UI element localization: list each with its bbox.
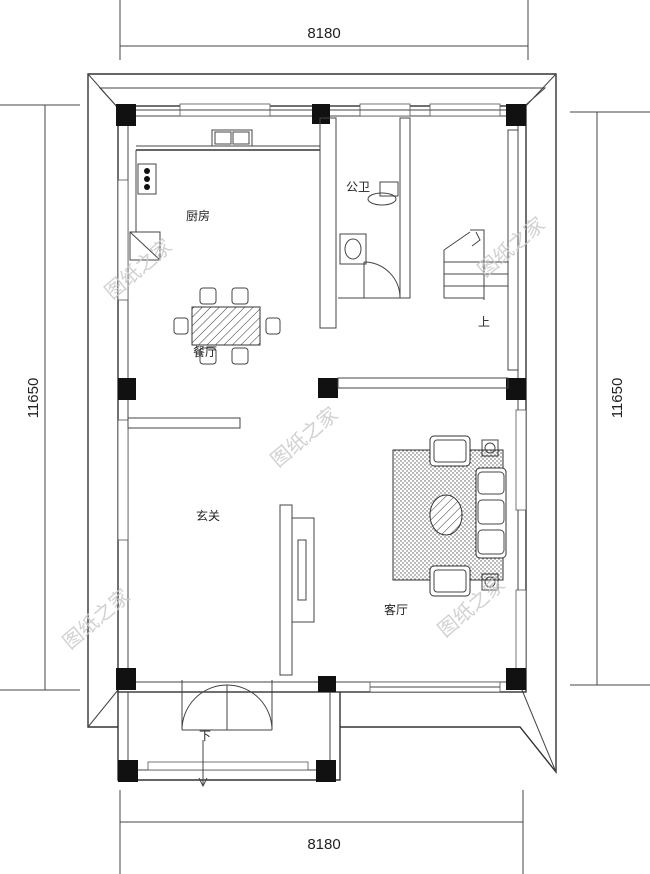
bath-door	[338, 261, 401, 299]
room-label-kitchen: 厨房	[186, 208, 210, 223]
dining-table	[173, 287, 281, 365]
dimension-left: 11650	[0, 104, 80, 691]
dimension-right: 11650	[570, 111, 650, 686]
stair-up-label: 上	[478, 315, 490, 329]
dimension-top: 8180	[119, 0, 529, 60]
toilet	[367, 181, 399, 206]
watermark: 图纸之家	[100, 234, 177, 304]
watermark: 图纸之家	[58, 584, 135, 654]
structural-columns	[116, 104, 526, 782]
staircase-up	[443, 229, 508, 300]
sofa-set	[429, 435, 507, 597]
dimension-left-label: 11650	[25, 378, 42, 419]
washbasin	[339, 233, 367, 265]
fridge	[129, 231, 161, 261]
room-label-entrance: 玄关	[196, 508, 220, 523]
watermark: 图纸之家	[266, 402, 343, 472]
kitchen-sink	[211, 129, 253, 147]
tv-cabinet	[291, 517, 315, 623]
stove	[137, 163, 157, 195]
stair-down-arrow	[198, 740, 208, 788]
room-label-dining: 餐厅	[193, 344, 217, 359]
dimension-bottom-label: 8180	[307, 836, 340, 853]
room-label-living: 客厅	[384, 602, 408, 617]
stair-down-label: 下	[199, 729, 211, 743]
dimension-top-label: 8180	[307, 25, 340, 42]
top-windows	[179, 103, 501, 117]
dimension-bottom: 8180	[119, 790, 524, 874]
room-label-bathroom: 公卫	[346, 180, 370, 194]
side-windows	[117, 179, 527, 771]
dimension-right-label: 11650	[609, 378, 626, 419]
entrance-door	[181, 680, 273, 731]
